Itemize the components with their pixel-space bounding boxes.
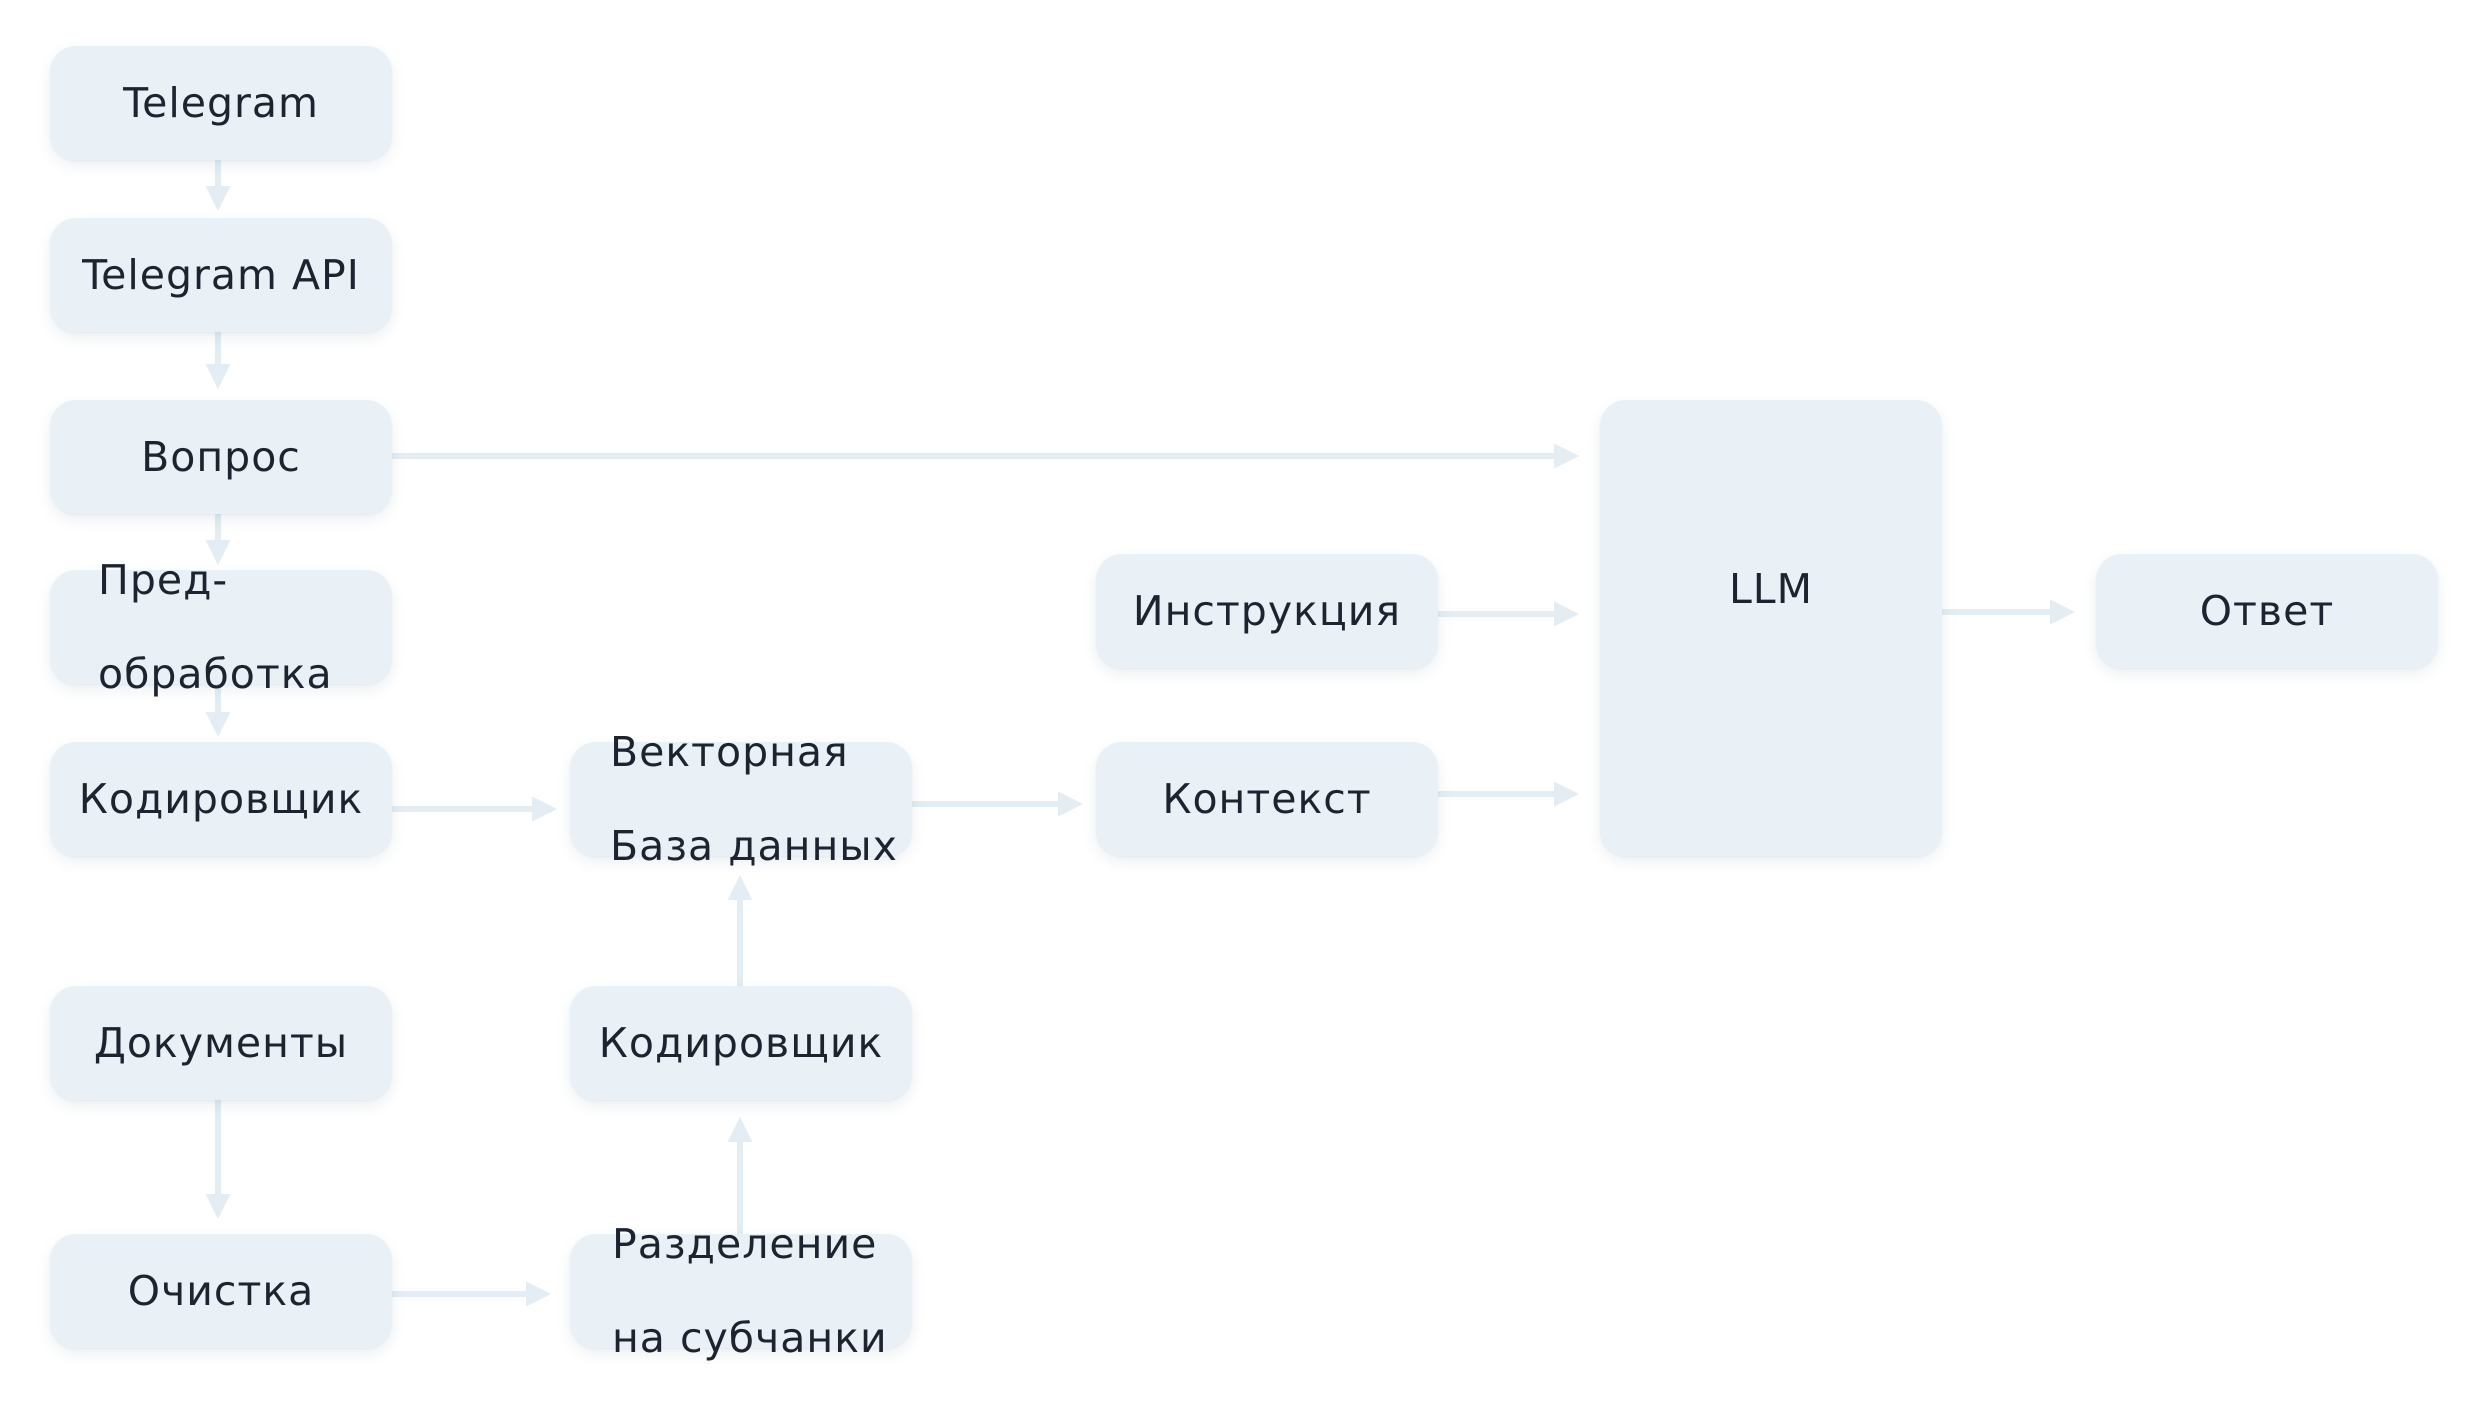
node-answer-label: Ответ [2199, 586, 2335, 635]
node-instruction: Инструкция [1096, 554, 1438, 668]
node-llm-label: LLM [1728, 565, 1814, 613]
node-answer: Ответ [2096, 554, 2438, 668]
node-vector-db-line-1: Векторная [610, 727, 849, 776]
node-vector-db: Векторная База данных [570, 728, 912, 869]
node-encoder-query: Кодировщик [50, 742, 392, 856]
node-chunking-line-2: на субчанки [612, 1313, 888, 1362]
node-instruction-label: Инструкция [1132, 586, 1402, 635]
node-telegram-api: Telegram API [50, 218, 392, 332]
node-chunking: Разделение на субчанки [570, 1220, 912, 1361]
node-encoder-query-label: Кодировщик [78, 774, 364, 823]
node-telegram: Telegram [50, 46, 392, 160]
node-telegram-label: Telegram [123, 78, 319, 127]
node-cleaning-label: Очистка [127, 1266, 315, 1315]
node-question: Вопрос [50, 400, 392, 514]
node-chunking-line-1: Разделение [612, 1219, 878, 1268]
node-telegram-api-label: Telegram API [82, 250, 360, 299]
node-question-label: Вопрос [141, 432, 301, 481]
node-encoder-docs: Кодировщик [570, 986, 912, 1100]
node-encoder-docs-label: Кодировщик [598, 1018, 884, 1067]
node-context-label: Контекст [1162, 774, 1372, 823]
node-vector-db-line-2: База данных [610, 821, 898, 870]
node-cleaning: Очистка [50, 1234, 392, 1348]
node-documents-label: Документы [93, 1018, 349, 1067]
node-preprocessing: Пред- обработка [50, 556, 392, 697]
node-preprocessing-line-2: обработка [98, 649, 333, 698]
node-documents: Документы [50, 986, 392, 1100]
node-context: Контекст [1096, 742, 1438, 856]
node-llm: LLM [1600, 400, 1942, 856]
node-preprocessing-line-1: Пред- [98, 555, 229, 604]
